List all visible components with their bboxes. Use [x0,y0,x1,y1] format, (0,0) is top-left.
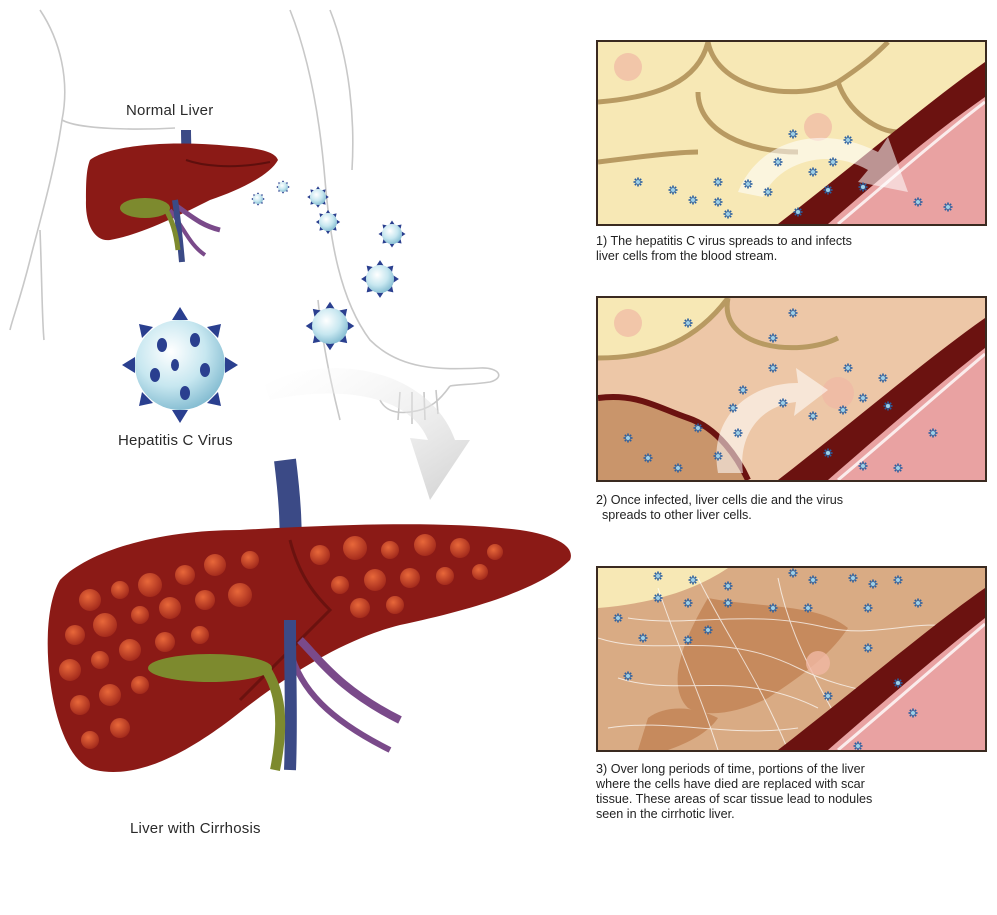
virus-particle-icon [684,636,693,645]
virus-icon [361,260,399,298]
virus-particle-icon [714,452,723,461]
virus-particle-icon [789,130,798,139]
virus-icon [306,302,355,351]
virus-particle-icon [684,599,693,608]
virus-particle-icon [844,136,853,145]
virus-particle-icon [864,604,873,613]
virus-particle-icon [914,599,923,608]
virus-particle-icon [859,183,868,192]
virus-particle-icon [944,203,953,212]
virus-icon [307,186,329,208]
virus-particle-icon [624,672,633,681]
virus-particle-icon [774,158,783,167]
virus-particle-icon [909,709,918,718]
caption-line: 3) Over long periods of time, portions o… [596,762,872,777]
caption-line: seen in the cirrhotic liver. [596,807,872,822]
virus-particle-icon [789,569,798,578]
virus-particle-icon [859,394,868,403]
virus-particle-icon [724,582,733,591]
virus-particle-icon [689,196,698,205]
virus-particle-icon [704,626,713,635]
virus-particle-icon [684,319,693,328]
caption-line: tissue. These areas of scar tissue lead … [596,792,872,807]
virus-particle-icon [829,158,838,167]
caption-line: 1) The hepatitis C virus spreads to and … [596,234,852,249]
virus-particle-icon [879,374,888,383]
caption-line: spreads to other liver cells. [596,508,843,523]
step-3-caption: 3) Over long periods of time, portions o… [596,762,872,822]
virus-particle-icon [724,599,733,608]
small-virus-cluster [251,180,405,350]
virus-particle-icon [624,434,633,443]
virus-icon [379,221,406,248]
virus-particle-icon [859,462,868,471]
virus-particle-icon [824,186,833,195]
virus-particle-icon [669,186,678,195]
virus-particle-icon [739,386,748,395]
virus-particle-icon [729,404,738,413]
virus-particle-icon [769,364,778,373]
virus-particle-icon [724,210,733,219]
virus-particle-icon [809,412,818,421]
caption-line: 2) Once infected, liver cells die and th… [596,493,843,508]
step-2-caption: 2) Once infected, liver cells die and th… [596,493,843,523]
virus-particle-icon [714,198,723,207]
hepatitis-c-virus-label: Hepatitis C Virus [118,432,233,449]
step-3-panel [596,566,987,752]
virus-particle-icon [914,198,923,207]
virus-particle-icon [769,334,778,343]
caption-line: liver cells from the blood stream. [596,249,852,264]
virus-particle-icon [779,399,788,408]
step-1-caption: 1) The hepatitis C virus spreads to and … [596,234,852,264]
virus-particle-icon [764,188,773,197]
virus-particle-icon [694,424,703,433]
virus-particle-icon [674,464,683,473]
virus-particle-icon [864,644,873,653]
virus-particle-icon [789,309,798,318]
virus-particle-icon [894,464,903,473]
virus-particle-icon [614,614,623,623]
body-outline-icon [10,10,499,424]
virus-particle-icon [894,679,903,688]
virus-particle-icon [689,576,698,585]
virus-icon [276,180,290,194]
virus-particle-icon [894,576,903,585]
virus-particle-icon [849,574,858,583]
virus-icon [122,307,238,423]
virus-particle-icon [804,604,813,613]
virus-particle-icon [744,180,753,189]
virus-particle-icon [634,178,643,187]
virus-particle-icon [734,429,743,438]
virus-particle-icon [884,402,893,411]
normal-liver-icon [86,130,278,262]
virus-particle-icon [639,634,648,643]
virus-particle-icon [839,406,848,415]
normal-liver-label: Normal Liver [126,102,213,119]
virus-particle-icon [929,429,938,438]
caption-line: where the cells have died are replaced w… [596,777,872,792]
virus-particle-icon [824,449,833,458]
virus-particle-icon [844,364,853,373]
virus-particle-icon [869,580,878,589]
virus-particle-icon [654,572,663,581]
virus-particle-icon [714,178,723,187]
step-2-panel [596,296,987,482]
virus-particle-icon [794,208,803,217]
virus-particle-icon [824,692,833,701]
virus-icon [251,192,265,206]
virus-icon [316,210,340,234]
virus-particle-icon [769,604,778,613]
cirrhotic-liver-label: Liver with Cirrhosis [130,820,261,837]
virus-particle-icon [809,576,818,585]
cirrhotic-liver-icon [48,460,571,772]
virus-particle-icon [644,454,653,463]
step-1-panel [596,40,987,226]
virus-particle-icon [809,168,818,177]
virus-particle-icon [654,594,663,603]
